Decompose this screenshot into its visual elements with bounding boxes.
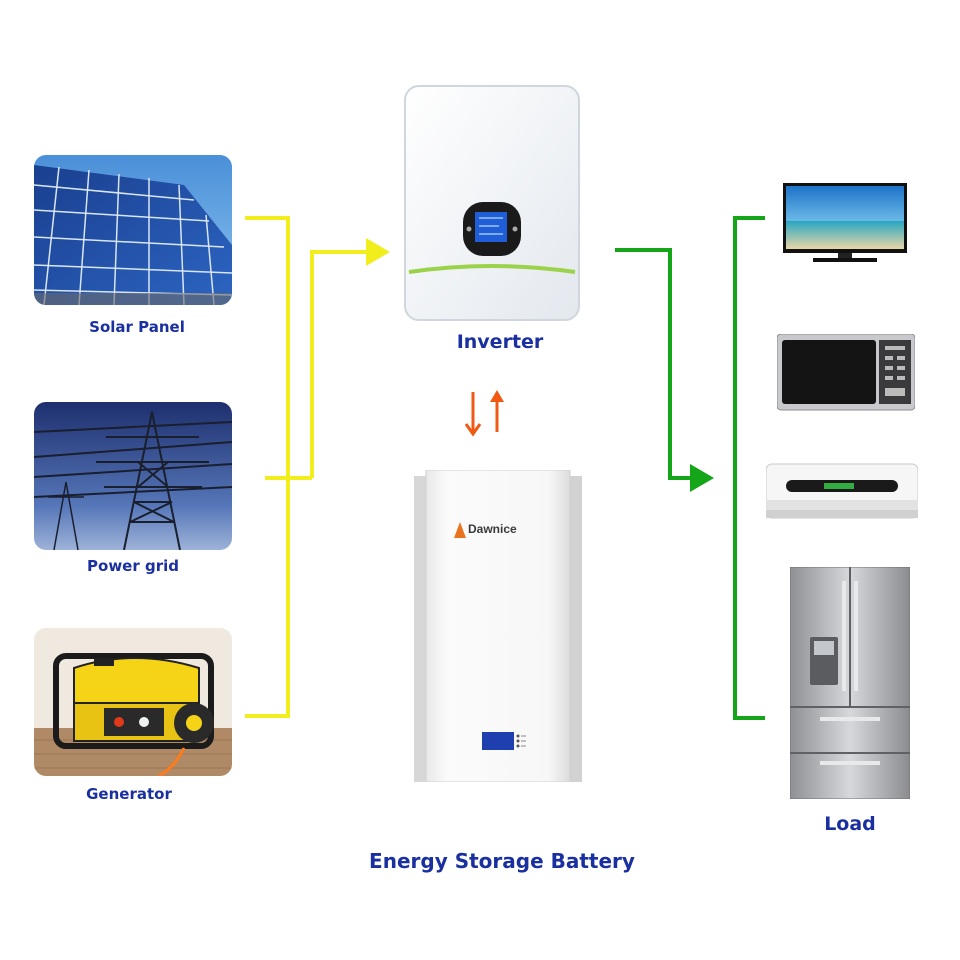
inverter-input-arrow xyxy=(366,238,390,266)
power-tower-icon xyxy=(34,402,232,550)
air-conditioner-device xyxy=(766,462,918,520)
air-conditioner-icon xyxy=(766,463,918,519)
source-bus-line xyxy=(245,216,290,718)
battery-icon xyxy=(414,470,582,782)
load-bus-line xyxy=(733,216,765,720)
battery-brand: Dawnice xyxy=(468,522,517,536)
inverter-output-line xyxy=(615,248,692,480)
solar-panel-label: Solar Panel xyxy=(89,318,185,336)
solar-panel-icon xyxy=(34,155,232,305)
inverter-feed-line xyxy=(310,250,368,478)
solar-panel-image xyxy=(34,155,232,305)
refrigerator-icon xyxy=(790,567,910,799)
inverter-device xyxy=(403,84,581,322)
battery-device: Dawnice xyxy=(414,470,582,782)
generator-icon xyxy=(34,628,232,776)
up-arrow-icon xyxy=(490,390,504,402)
inverter-icon xyxy=(404,85,580,321)
input-lines xyxy=(245,216,368,718)
generator-label: Generator xyxy=(86,785,172,803)
microwave-device xyxy=(777,334,915,412)
generator-image xyxy=(34,628,232,776)
output-lines xyxy=(615,216,765,720)
microwave-icon xyxy=(777,334,915,411)
power-grid-image xyxy=(34,402,232,550)
down-arrow-icon xyxy=(464,423,482,437)
battery-label: Energy Storage Battery xyxy=(369,849,635,873)
load-input-arrow xyxy=(690,464,714,492)
power-grid-label: Power grid xyxy=(87,557,179,575)
load-label: Load xyxy=(824,813,876,835)
tv-device xyxy=(783,183,907,265)
refrigerator-device xyxy=(790,567,910,799)
inverter-label: Inverter xyxy=(456,331,544,353)
tv-icon xyxy=(783,183,907,262)
